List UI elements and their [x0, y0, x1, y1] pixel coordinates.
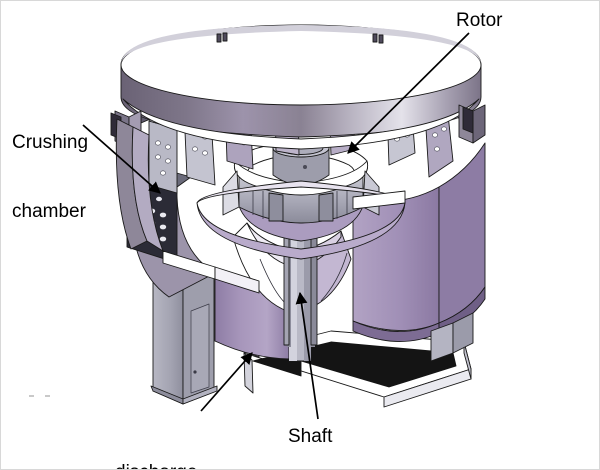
housing-shell-right — [352, 142, 486, 342]
label-rotor: Rotor — [456, 10, 503, 31]
machine-assembly — [110, 24, 486, 408]
label-crushing-chamber: Crushing chamber — [12, 85, 88, 269]
label-shaft: Shaft — [288, 426, 333, 447]
rim-tabs — [216, 32, 384, 44]
label-discharge-hopper: discharge hopper — [115, 415, 197, 469]
support-leg-right — [430, 312, 474, 362]
discharge-hopper-leader — [200, 352, 253, 412]
shaft-leader — [295, 291, 319, 420]
section-cut-faces — [162, 190, 406, 294]
label-crushing-chamber-line2: chamber — [12, 201, 86, 222]
label-crushing-chamber-line1: Crushing — [12, 132, 89, 153]
scan-artifacts — [29, 395, 50, 397]
label-discharge-hopper-line1: discharge — [115, 461, 197, 469]
housing-shell-left — [115, 118, 164, 252]
crushing-chamber-leader — [82, 124, 161, 194]
rotor-leader — [347, 32, 470, 154]
upper-drum-rim — [110, 24, 486, 150]
leader-lines — [82, 32, 470, 420]
